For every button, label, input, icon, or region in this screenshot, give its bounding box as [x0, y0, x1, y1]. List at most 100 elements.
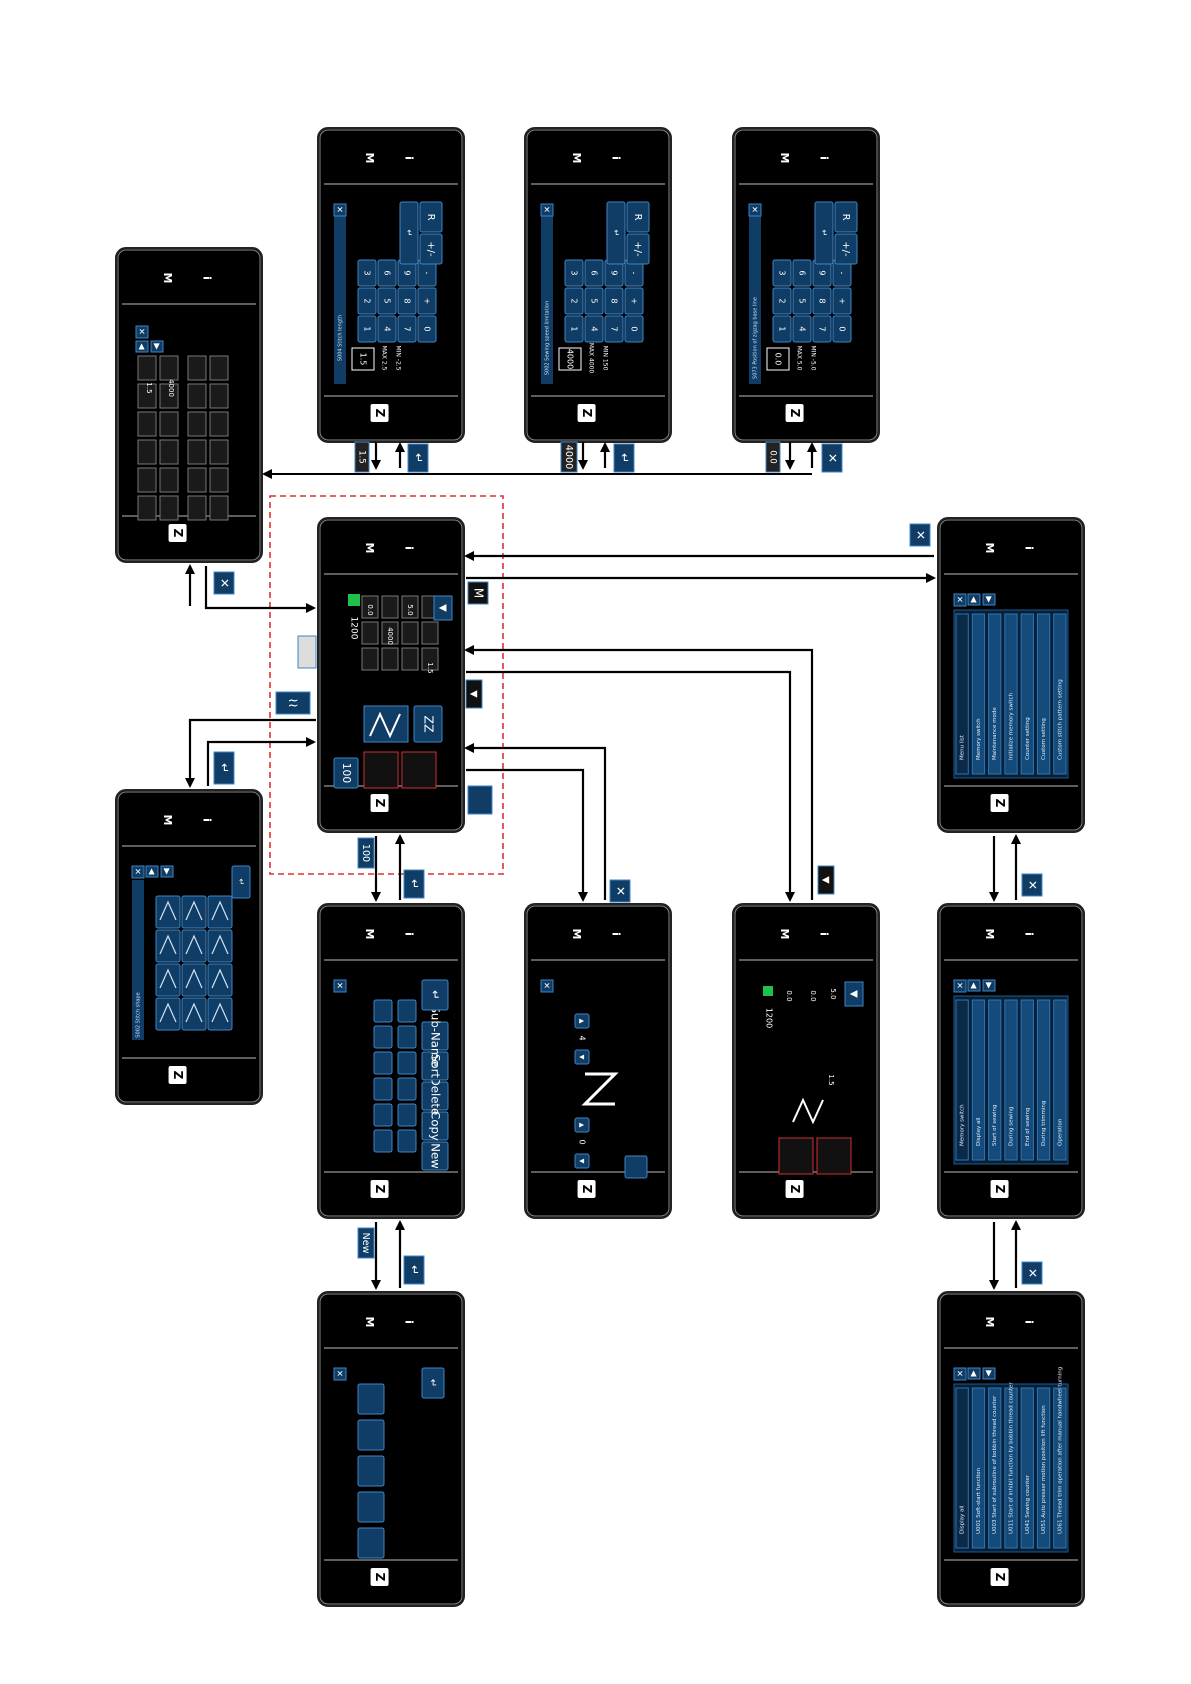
enter-icon-label: ↵ — [429, 990, 443, 1000]
panel-bezel — [319, 519, 463, 831]
keypad-key — [564, 315, 584, 343]
value-b: 5.0 — [406, 604, 414, 615]
min-value: MIN -2.5 — [395, 345, 402, 370]
arrow-main-to-shape — [185, 718, 316, 788]
keypad-key-label: 7 — [818, 326, 828, 331]
decrease-button — [574, 1013, 590, 1029]
title-bar — [541, 204, 553, 384]
down-arrow-glyph: ▶ — [985, 982, 994, 989]
stitch-shape-option — [181, 997, 207, 1031]
stitch-shape-glyph — [159, 1002, 177, 1023]
zigzag-icon — [363, 705, 409, 743]
list-item-label: Counter setting — [1025, 717, 1031, 760]
list-item — [971, 999, 986, 1161]
list-item-label: Initialize memory switch — [1009, 692, 1015, 760]
logo-text: Z — [580, 1185, 594, 1194]
edit-button-label: Sub-Name — [429, 1006, 443, 1067]
parameter-cell — [159, 383, 179, 409]
keypad-key-label: + — [838, 298, 848, 305]
list-item-label: Start of sewing — [992, 1105, 998, 1147]
zigzag-icon — [581, 1072, 619, 1106]
reset-key — [626, 201, 650, 233]
keypad-key-label: - — [838, 272, 848, 275]
close-icon — [953, 1367, 967, 1381]
sign-key-label: +/- — [840, 241, 851, 257]
logo-text: Z — [788, 409, 802, 418]
arrow-adjust-to-main — [464, 743, 607, 900]
list-item — [971, 613, 986, 775]
list-item — [1053, 1387, 1067, 1549]
step-value-button — [397, 1077, 417, 1101]
parameter-cell — [159, 467, 179, 493]
list-item-label: Custom stitch pattern setting — [1057, 679, 1063, 760]
current-screen-highlight — [269, 495, 504, 875]
juki-logo — [370, 794, 389, 812]
panel-frame — [524, 903, 672, 1219]
list-item — [1053, 999, 1067, 1161]
zigzag-glyph — [369, 711, 401, 739]
status-cell — [381, 621, 399, 645]
keypad-key — [812, 315, 832, 343]
value-a: 0 — [578, 1139, 587, 1144]
status-cell — [361, 595, 379, 619]
pattern-type-button — [357, 1527, 385, 1559]
enter-icon-label: ↵ — [405, 230, 415, 237]
keypad-key — [624, 315, 644, 343]
list-item-label: Maintenance mode — [992, 707, 998, 760]
close-glyph: ✕ — [956, 595, 963, 605]
parameter-key — [297, 635, 317, 669]
info-button: i — [201, 276, 214, 280]
list-item-label: Memory switch — [960, 1104, 966, 1146]
enter-icon — [421, 979, 449, 1011]
keypad-key — [377, 315, 397, 343]
arrow-main-to-detail — [466, 670, 795, 902]
keypad-key — [357, 259, 377, 287]
close-icon — [609, 879, 631, 903]
keypad-key — [564, 259, 584, 287]
close-glyph: ✕ — [134, 867, 141, 877]
keypad-key-label: 5 — [383, 298, 393, 303]
min-value: MIN 150 — [602, 346, 609, 371]
panel-bezel — [319, 1293, 463, 1605]
juki-logo — [785, 1180, 804, 1198]
step-value-button — [397, 1129, 417, 1153]
keypad-key — [377, 259, 397, 287]
keypad-key-label: 9 — [818, 270, 828, 275]
info-button: i — [1023, 546, 1036, 550]
reset-key-label: R — [425, 214, 436, 221]
parameter-cell — [137, 439, 157, 465]
keypad-key-label: 3 — [570, 270, 580, 275]
keypad-key — [792, 315, 812, 343]
decrease-button-label: ▲ — [578, 1123, 585, 1128]
list-item — [1036, 999, 1051, 1161]
panel-bezel — [319, 129, 463, 441]
enter-icon-label: ↵ — [820, 230, 830, 237]
pattern-end-icon — [401, 751, 437, 789]
keypad-key — [584, 315, 604, 343]
edit-button — [421, 1081, 449, 1111]
base-key-glyph: 0.0 — [769, 450, 779, 463]
enter-icon — [213, 751, 235, 785]
close-icon — [1021, 873, 1043, 897]
close-icon-glyph: ✕ — [1026, 1268, 1040, 1278]
parameter-cell — [209, 411, 229, 437]
list-item-label: U003 Start of subroutine of bobbin threa… — [992, 1395, 998, 1534]
step-value-button — [397, 1051, 417, 1075]
logo-text: Z — [171, 529, 185, 538]
status-cell — [421, 647, 439, 671]
list-item — [1053, 613, 1067, 775]
edit-button — [421, 1051, 449, 1081]
juki-logo — [577, 404, 596, 422]
cursor-down-icon — [844, 981, 864, 1007]
close-glyph: ✕ — [956, 981, 963, 991]
down-arrow-glyph: ▶ — [985, 1370, 994, 1377]
keypad-key-label: + — [423, 298, 433, 305]
stitch-shape-option — [155, 929, 181, 963]
status-cell — [401, 595, 419, 619]
juki-logo — [785, 404, 804, 422]
up-arrow-glyph: ◀ — [970, 982, 979, 989]
current-value: 4000 — [566, 349, 575, 369]
